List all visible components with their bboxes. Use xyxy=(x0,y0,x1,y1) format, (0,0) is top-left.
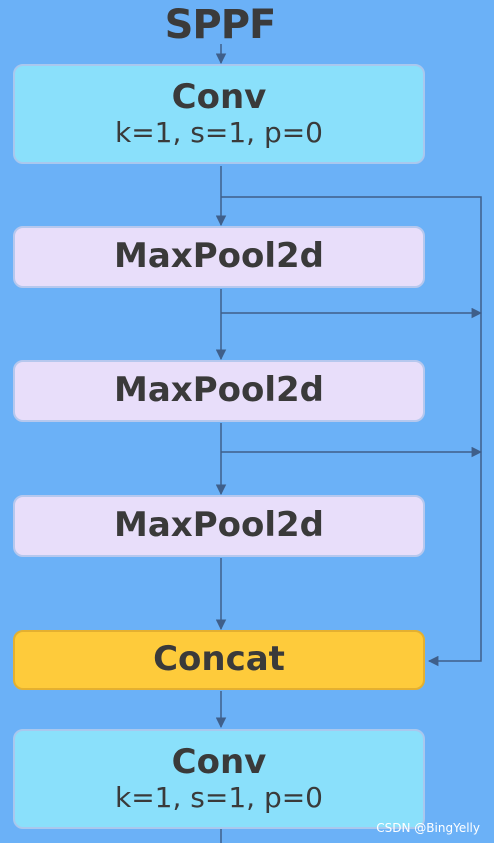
concat-block: Concat xyxy=(13,630,425,690)
node-params: k=1, s=1, p=0 xyxy=(114,780,323,814)
node-label: Conv xyxy=(171,741,267,782)
conv-block-top: Conv k=1, s=1, p=0 xyxy=(13,64,425,164)
maxpool-block-2: MaxPool2d xyxy=(13,360,425,422)
node-label: MaxPool2d xyxy=(114,370,324,411)
node-label: MaxPool2d xyxy=(114,236,324,277)
diagram-title: SPPF xyxy=(164,2,277,48)
node-label: Conv xyxy=(171,76,267,117)
maxpool-block-3: MaxPool2d xyxy=(13,495,425,557)
node-params: k=1, s=1, p=0 xyxy=(114,115,323,149)
skip-conv-to-concat xyxy=(221,196,482,667)
maxpool-block-1: MaxPool2d xyxy=(13,226,425,288)
conv-block-bottom: Conv k=1, s=1, p=0 xyxy=(13,729,425,829)
node-label: Concat xyxy=(153,639,285,680)
watermark: CSDN @BingYelly xyxy=(376,821,480,835)
node-label: MaxPool2d xyxy=(114,505,324,546)
